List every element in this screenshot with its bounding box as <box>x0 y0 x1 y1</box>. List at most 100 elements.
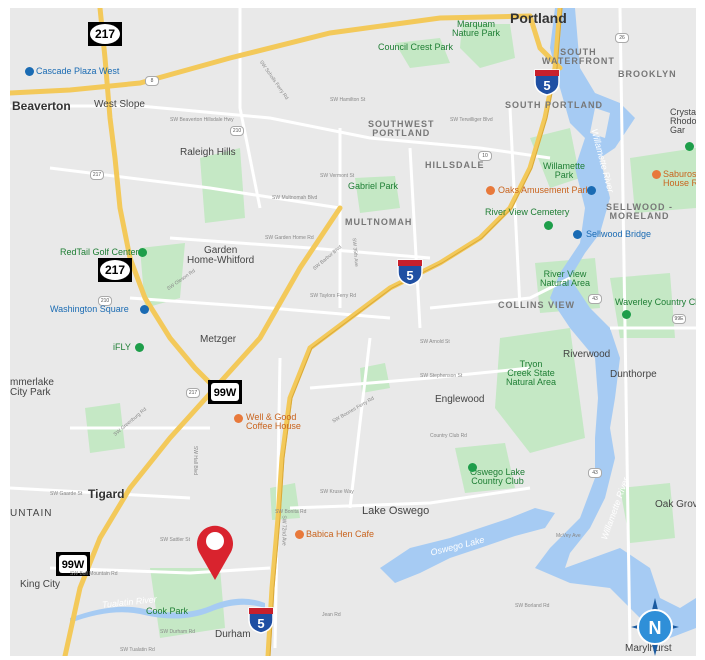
location-pin-icon[interactable] <box>193 520 237 582</box>
district-south-portland: SOUTH PORTLAND <box>505 100 603 110</box>
street-label: SW Borland Rd <box>515 603 550 609</box>
i-5-shield: 5 <box>248 607 274 634</box>
route-marker: 26 <box>615 33 629 43</box>
district-southwest-portland: SOUTHWEST PORTLAND <box>368 119 435 138</box>
poi-willamette-park[interactable]: Willamette Park <box>543 161 586 180</box>
label-oak-grove: Oak Grove <box>655 499 696 510</box>
map-base-layer <box>10 8 696 656</box>
district-collins-view: COLLINS VIEW <box>498 300 575 310</box>
golf-icon[interactable] <box>622 310 631 319</box>
poi-tryon-creek[interactable]: Tryon Creek State Natural Area <box>506 359 557 387</box>
or-217-shield: 217 <box>88 22 122 46</box>
poi-saburos[interactable]: Saburos S House Res <box>663 169 696 188</box>
route-marker: 10 <box>478 151 492 161</box>
street-label: SW Sattler St <box>160 537 191 543</box>
street-label: SW Bonita Rd <box>275 509 307 515</box>
route-marker: 99E <box>672 314 686 324</box>
poi-oaks-amusement-park[interactable]: Oaks Amusement Park <box>498 185 591 195</box>
label-untain: UNTAIN <box>10 508 53 519</box>
street-label: SW Arnold St <box>420 339 450 345</box>
us-99w-shield: 99W <box>56 552 90 576</box>
district-sellwood-moreland: SELLWOOD - MORELAND <box>606 202 673 221</box>
street-label: Jean Rd <box>322 612 341 618</box>
route-marker: 8 <box>145 76 159 86</box>
route-marker: 217 <box>186 388 200 398</box>
park-icon[interactable] <box>685 142 694 151</box>
golf-icon[interactable] <box>138 248 147 257</box>
shopping-icon[interactable] <box>140 305 149 314</box>
i-5-shield: 5 <box>534 69 560 96</box>
or-217-shield: 217 <box>98 258 132 282</box>
label-summerlake: mmerlake City Park <box>10 377 54 398</box>
activity-icon[interactable] <box>135 343 144 352</box>
poi-river-view-cemetery[interactable]: River View Cemetery <box>485 207 570 217</box>
poi-sellwood-bridge[interactable]: Sellwood Bridge <box>586 229 652 239</box>
north-compass-icon: N <box>631 598 679 656</box>
poi-ifly[interactable]: iFLY <box>113 342 131 352</box>
svg-text:5: 5 <box>257 616 264 631</box>
poi-marquam-nature-park[interactable]: Marquam Nature Park <box>452 19 501 38</box>
poi-cascade-plaza-west[interactable]: Cascade Plaza West <box>36 66 120 76</box>
street-label: SW Garden Home Rd <box>265 235 314 241</box>
svg-text:5: 5 <box>406 268 413 283</box>
label-marylhurst: Marylhurst <box>625 643 672 654</box>
cafe-icon[interactable] <box>295 530 304 539</box>
street-label: SW Kruse Way <box>320 489 354 495</box>
poi-cook-park[interactable]: Cook Park <box>146 606 189 616</box>
svg-text:5: 5 <box>543 78 550 93</box>
label-riverwood: Riverwood <box>563 349 611 360</box>
street-label: SW Gaarde St <box>50 491 83 497</box>
street-label: McVey Ave <box>556 533 581 539</box>
street-label: SW Taylors Ferry Rd <box>310 293 357 299</box>
street-label: SW Durham Rd <box>160 629 196 635</box>
label-metzger: Metzger <box>200 334 237 345</box>
restaurant-icon[interactable] <box>652 170 661 179</box>
label-west-slope: West Slope <box>94 99 145 110</box>
street-label: SW Bull Mountain Rd <box>70 571 118 577</box>
poi-oswego-lake-country-club[interactable]: Oswego Lake Country Club <box>470 467 526 486</box>
golf-icon[interactable] <box>468 463 477 472</box>
amusement-park-icon[interactable] <box>486 186 495 195</box>
bridge-icon[interactable] <box>573 230 582 239</box>
street-label: SW Stephenson St <box>420 373 463 379</box>
poi-babica-hen-cafe[interactable]: Babica Hen Cafe <box>306 529 375 539</box>
freeway-edges <box>269 8 563 656</box>
route-marker: 210 <box>230 126 244 136</box>
oswego-lake <box>380 508 555 583</box>
cafe-icon[interactable] <box>234 414 243 423</box>
poi-gabriel-park[interactable]: Gabriel Park <box>348 181 399 191</box>
poi-redtail-golf[interactable]: RedTail Golf Center <box>60 247 139 257</box>
street-label: SW 72nd Ave <box>280 515 287 546</box>
label-englewood: Englewood <box>435 394 485 405</box>
street-label: SW Beaverton Hillsdale Hwy <box>170 117 234 123</box>
label-king-city: King City <box>20 579 61 590</box>
street-label: SW Vermont St <box>320 173 355 179</box>
tualatin-river <box>70 598 265 623</box>
label-raleigh-hills: Raleigh Hills <box>180 147 236 158</box>
label-crystal-springs: Crystal S Rhodod Gar <box>670 107 696 135</box>
district-multnomah: MULTNOMAH <box>345 217 413 227</box>
street-label: SW Tualatin Rd <box>120 647 155 653</box>
poi-well-good-coffee[interactable]: Well & Good Coffee House <box>246 412 301 431</box>
label-garden-home: Garden Home-Whitford <box>187 245 255 266</box>
street-label: SW Hall Blvd <box>192 445 199 476</box>
shopping-icon[interactable] <box>25 67 34 76</box>
street-label: SW Terwilliger Blvd <box>450 117 493 123</box>
arterial-roads <box>10 8 696 649</box>
poi-river-view-natural-area[interactable]: River View Natural Area <box>540 269 591 288</box>
willamette-river <box>535 8 696 638</box>
district-hillsdale: HILLSDALE <box>425 160 485 170</box>
label-dunthorpe: Dunthorpe <box>610 369 657 380</box>
map-canvas[interactable]: 217 217 99W 99W 5 5 5 8 210 217 10 210 2… <box>10 8 696 656</box>
route-marker: 210 <box>98 296 112 306</box>
poi-council-crest-park[interactable]: Council Crest Park <box>378 42 454 52</box>
label-durham: Durham <box>215 629 251 640</box>
poi-waverley-country-club[interactable]: Waverley Country Clu <box>615 297 696 307</box>
us-99w-shield: 99W <box>208 380 242 404</box>
route-marker: 43 <box>588 468 602 478</box>
district-south-waterfront: SOUTH WATERFRONT <box>542 47 615 66</box>
label-lake-oswego: Lake Oswego <box>362 505 430 517</box>
poi-washington-square[interactable]: Washington Square <box>50 304 129 314</box>
attraction-icon[interactable] <box>587 186 596 195</box>
cemetery-icon[interactable] <box>544 221 553 230</box>
